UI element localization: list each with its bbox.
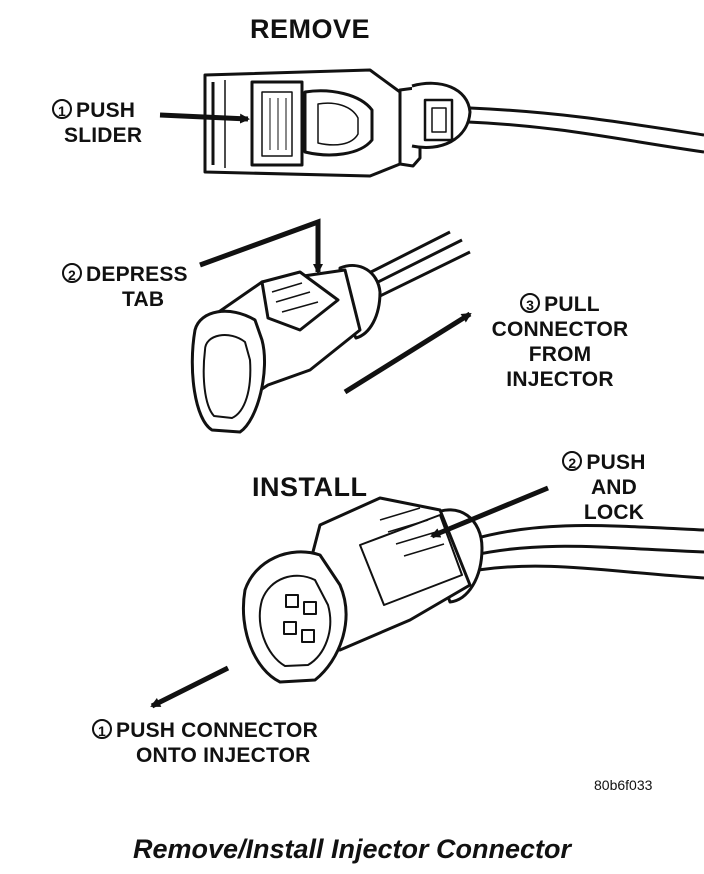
- step-number: 1: [92, 719, 112, 739]
- figure-code: 80b6f033: [594, 777, 653, 793]
- push-and-lock-arrow: [430, 485, 549, 539]
- figure-caption: Remove/Install Injector Connector: [132, 834, 572, 864]
- step-number: 3: [520, 293, 541, 313]
- install-heading: INSTALL: [252, 472, 368, 502]
- push-slider-arrow: [159, 112, 250, 124]
- remove-connector-illustration: [203, 68, 704, 178]
- step-number: 2: [62, 263, 82, 283]
- depress-tab-arrow: [199, 218, 323, 274]
- remove-heading: REMOVE: [250, 14, 371, 44]
- depress-tab-connector-illustration: [190, 230, 471, 434]
- pull-connector-arrow: [343, 311, 472, 395]
- step-number: 1: [52, 99, 72, 119]
- push-connector-arrow: [150, 665, 230, 709]
- install-connector-illustration: [241, 496, 704, 684]
- step-number: 2: [562, 451, 583, 471]
